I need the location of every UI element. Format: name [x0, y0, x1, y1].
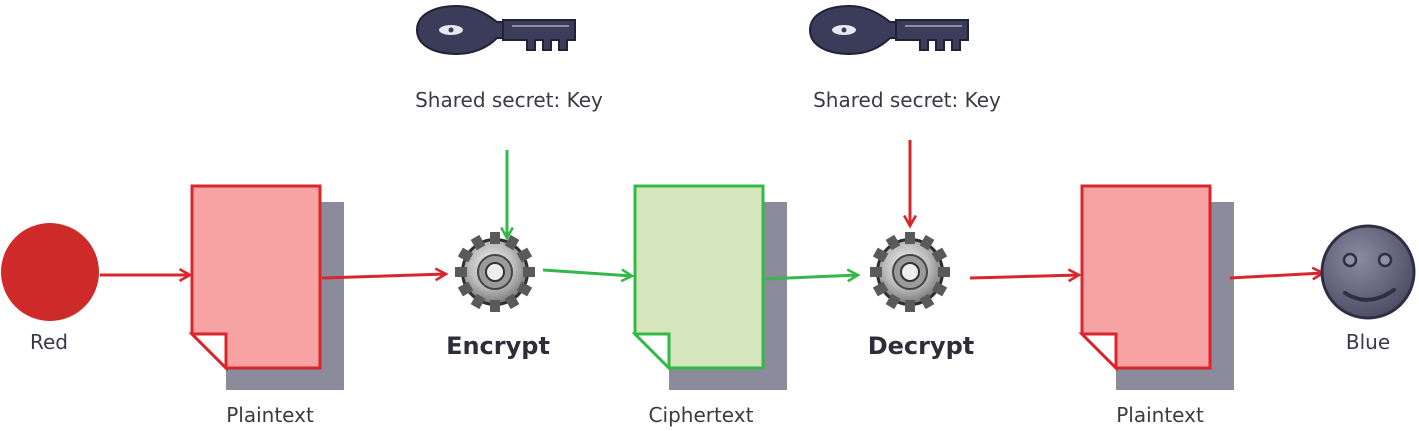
flow-arrow — [969, 275, 1079, 278]
flow-arrow — [764, 275, 858, 279]
document-label: Plaintext — [226, 403, 314, 427]
smiley-face-icon — [1320, 224, 1416, 320]
flow-arrow — [542, 270, 632, 276]
flow-arrow — [321, 274, 446, 278]
encrypt-gear-icon — [454, 231, 536, 313]
sender-circle — [1, 223, 99, 321]
encrypt-label: Encrypt — [446, 332, 550, 360]
key-label: Shared secret: Key — [415, 88, 603, 112]
ciphertext-document-icon — [631, 184, 787, 390]
plaintext-document-icon — [188, 184, 344, 390]
receiver-label: Blue — [1345, 330, 1391, 354]
decrypt-gear-icon — [869, 231, 951, 313]
plaintext-document-icon — [1078, 184, 1234, 390]
flow-arrow — [1229, 273, 1323, 278]
document-label: Ciphertext — [648, 403, 754, 427]
decrypt-label: Decrypt — [867, 332, 975, 360]
key-icon — [416, 5, 576, 55]
sender-label: Red — [30, 330, 68, 354]
key-icon — [809, 5, 969, 55]
key-label: Shared secret: Key — [813, 88, 1001, 112]
document-label: Plaintext — [1116, 403, 1204, 427]
